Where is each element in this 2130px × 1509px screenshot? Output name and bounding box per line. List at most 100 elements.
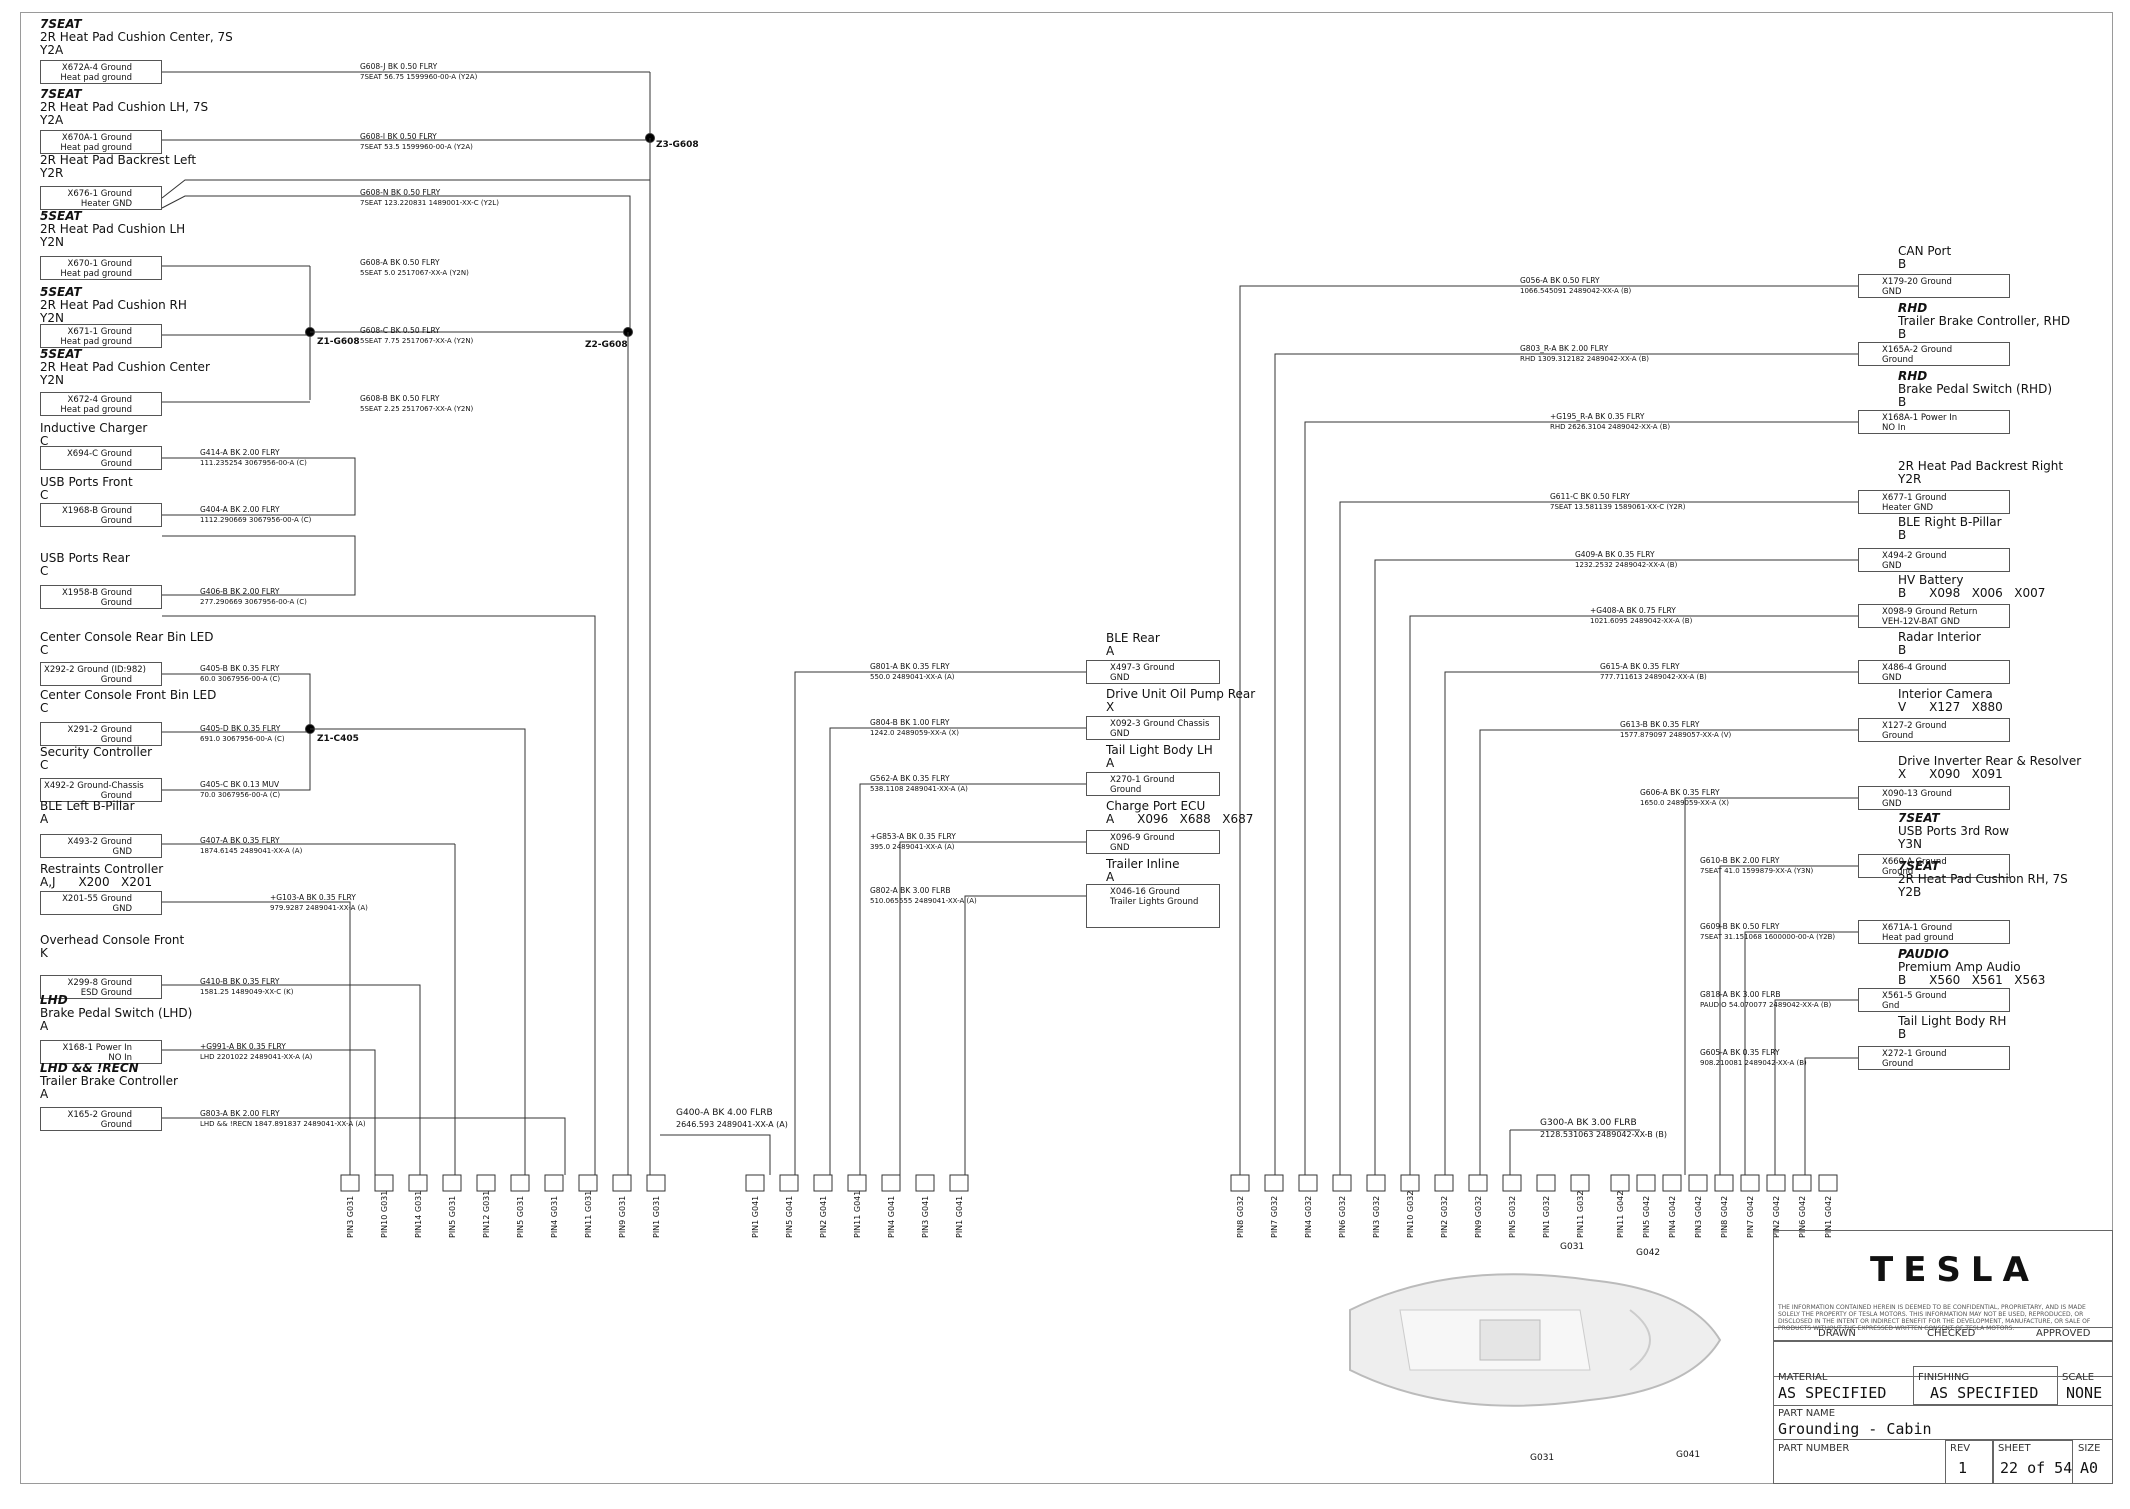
pin-label: X168-1 Power In — [62, 1043, 132, 1053]
ground-pin-terminal — [915, 1174, 935, 1192]
component-name: Brake Pedal Switch (RHD) — [1898, 382, 2053, 396]
option-code: A,J X200 X201 — [40, 875, 153, 889]
pin-description: GND — [1110, 673, 1130, 683]
pin-label: X497-3 Ground — [1110, 663, 1175, 673]
wire-middle-4 — [964, 895, 1086, 1175]
connector-pin-box[interactable]: X292-2 Ground (ID:982)Ground — [40, 662, 162, 686]
ground-pin-terminal — [881, 1174, 901, 1192]
pin-label: X098-9 Ground Return — [1882, 607, 1978, 617]
wire-label: G609-B BK 0.50 FLRY — [1700, 922, 1780, 931]
component-name: 2R Heat Pad Cushion RH, 7S — [1898, 872, 2068, 886]
wire-label: G608-C BK 0.50 FLRY — [360, 326, 440, 335]
wire-label: G405-C BK 0.13 MUV — [200, 780, 280, 789]
rev-label: REV — [1950, 1443, 1971, 1454]
variant-label: 5SEAT — [40, 347, 82, 361]
pin-label: X292-2 Ground (ID:982) — [44, 665, 146, 675]
wire-spec: 1874.6145 2489041-XX-A (A) — [200, 847, 303, 855]
wire-spec: 1021.6095 2489042-XX-A (B) — [1590, 617, 1693, 625]
wire-right-12 — [1804, 1057, 1858, 1175]
ground-pin-terminal — [1536, 1174, 1556, 1192]
pin-label: PIN3 G031 — [346, 1195, 355, 1238]
wire-label: +G103-A BK 0.35 FLRY — [270, 893, 356, 902]
wire-spec: 777.711613 2489042-XX-A (B) — [1600, 673, 1707, 681]
ground-pin-terminal — [1792, 1174, 1812, 1192]
pin-label: X670A-1 Ground — [61, 133, 132, 143]
ground-pin-terminal — [340, 1174, 360, 1192]
pin-description: Ground — [100, 735, 132, 745]
ground-pin-terminal — [779, 1174, 799, 1192]
finishing-label: FINISHING — [1918, 1372, 1970, 1383]
ground-pin-terminal — [578, 1174, 598, 1192]
wire-spec: 510.065555 2489041-XX-A (A) — [870, 897, 977, 905]
component-name: 2R Heat Pad Cushion LH, 7S — [40, 100, 209, 114]
pin-label: X671A-1 Ground — [1882, 923, 1953, 933]
wire-label: G606-A BK 0.35 FLRY — [1640, 788, 1720, 797]
wire-middle-0 — [794, 671, 1086, 1175]
ground-pin-terminal — [1366, 1174, 1386, 1192]
ground-pin-terminal — [1230, 1174, 1250, 1192]
component-name: 2R Heat Pad Backrest Right — [1898, 459, 2064, 473]
ground-pin-terminal — [847, 1174, 867, 1192]
pin-description: GND — [1882, 561, 1902, 571]
option-code: C — [40, 758, 49, 772]
option-code: C — [40, 564, 49, 578]
option-code: X X090 X091 — [1898, 767, 2003, 781]
option-code: A — [1106, 756, 1115, 770]
wire-spec: 1232.2532 2489042-XX-A (B) — [1575, 561, 1678, 569]
pin-description: Ground — [100, 791, 132, 801]
car-callout-g031-bottom: G031 — [1530, 1453, 1555, 1463]
pin-label: X671-1 Ground — [67, 327, 133, 337]
ground-pin-terminal — [1766, 1174, 1786, 1192]
wire-label: G414-A BK 2.00 FLRY — [200, 448, 280, 457]
pin-label: PIN5 G041 — [785, 1195, 794, 1238]
wire-label: G562-A BK 0.35 FLRY — [870, 774, 950, 783]
ground-pin-terminal — [1332, 1174, 1352, 1192]
wire-label: G056-A BK 0.50 FLRY — [1520, 276, 1600, 285]
pin-description: Ground — [1882, 867, 1914, 877]
option-code: C — [40, 701, 49, 715]
wire-g991 — [162, 1049, 376, 1175]
